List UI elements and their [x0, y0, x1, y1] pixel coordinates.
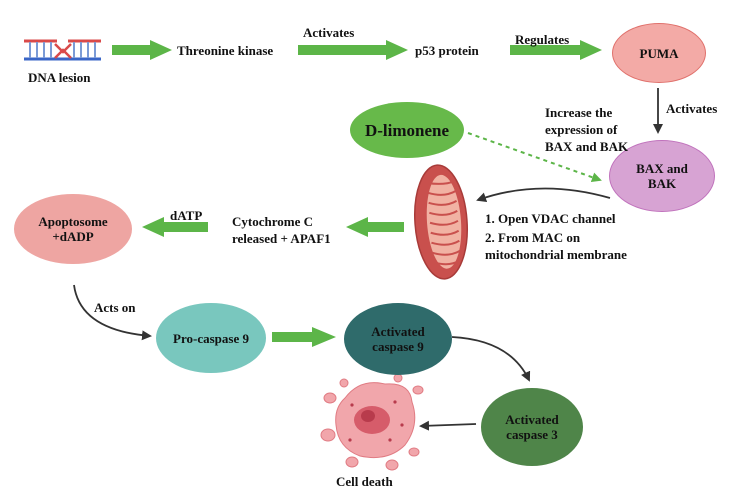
cell-death-label: Cell death	[336, 474, 393, 489]
dna-lesion-label: DNA lesion	[28, 70, 91, 85]
caspase-9-line1: Activated	[371, 324, 425, 339]
vdac-line-2: 2. From MAC on	[485, 230, 581, 245]
mitochondrion-icon	[414, 164, 468, 280]
activates-label-2: Activates	[666, 101, 718, 116]
vdac-line-3: mitochondrial membrane	[485, 247, 627, 262]
d-limonene-label: D-limonene	[364, 120, 450, 140]
arrow-mito-to-cyto	[346, 217, 404, 237]
apoptosome-line2: +dADP	[52, 229, 94, 244]
arrow-procasp-to-casp9	[272, 327, 336, 347]
vdac-line-1: 1. Open VDAC channel	[485, 211, 616, 226]
cytochrome-c-label: Cytochrome C released + APAF1	[232, 214, 331, 246]
regulates-label: Regulates	[515, 32, 570, 47]
cyto-line-1: Cytochrome C	[232, 214, 313, 229]
threonine-kinase-label: Threonine kinase	[177, 43, 274, 58]
apoptosome-line1: Apoptosome	[38, 214, 108, 229]
pro-caspase-9-node: Pro-caspase 9	[156, 303, 266, 373]
puma-label: PUMA	[639, 45, 679, 61]
arrow-datp-to-apoptosome	[142, 217, 208, 237]
caspase-3-line1: Activated	[505, 412, 559, 427]
arrow-bax-to-mito	[476, 187, 611, 203]
activated-caspase-3-node: Activated caspase 3	[481, 388, 583, 466]
cyto-line-2: released + APAF1	[232, 231, 331, 246]
cell-death-icon	[320, 373, 424, 471]
puma-node: PUMA	[612, 23, 706, 83]
pro-caspase-9-label: Pro-caspase 9	[173, 330, 249, 346]
activated-caspase-9-node: Activated caspase 9	[344, 303, 452, 375]
increase-line-1: Increase the	[545, 105, 613, 120]
bax-bak-node: BAX and BAK	[609, 140, 715, 212]
vdac-mac-label: 1. Open VDAC channel 2. From MAC on mito…	[485, 211, 627, 262]
arrow-apoptosome-to-procasp	[73, 284, 152, 341]
d-limonene-node: D-limonene	[350, 102, 464, 158]
arrow-casp3-to-death	[419, 420, 477, 431]
arrow-kinase-to-p53	[298, 40, 408, 60]
bax-bak-line1: BAX and	[636, 161, 688, 176]
arrow-p53-to-puma	[510, 40, 602, 60]
caspase-3-line2: caspase 3	[506, 427, 558, 442]
datp-label: dATP	[170, 208, 203, 223]
increase-line-3: BAX and BAK	[545, 139, 629, 154]
acts-on-label: Acts on	[94, 300, 136, 315]
apoptosome-node: Apoptosome +dADP	[14, 194, 132, 264]
arrow-casp9-to-casp3	[451, 336, 531, 382]
arrow-dna-to-kinase	[112, 40, 172, 60]
bax-bak-line2: BAK	[647, 176, 677, 191]
increase-expression-label: Increase the expression of BAX and BAK	[545, 105, 628, 154]
green-arrows	[112, 40, 602, 347]
increase-line-2: expression of	[545, 122, 618, 137]
caspase-9-line2: caspase 9	[372, 339, 424, 354]
p53-protein-label: p53 protein	[415, 43, 479, 58]
dna-lesion-icon	[24, 39, 101, 61]
activates-label-1: Activates	[303, 25, 355, 40]
